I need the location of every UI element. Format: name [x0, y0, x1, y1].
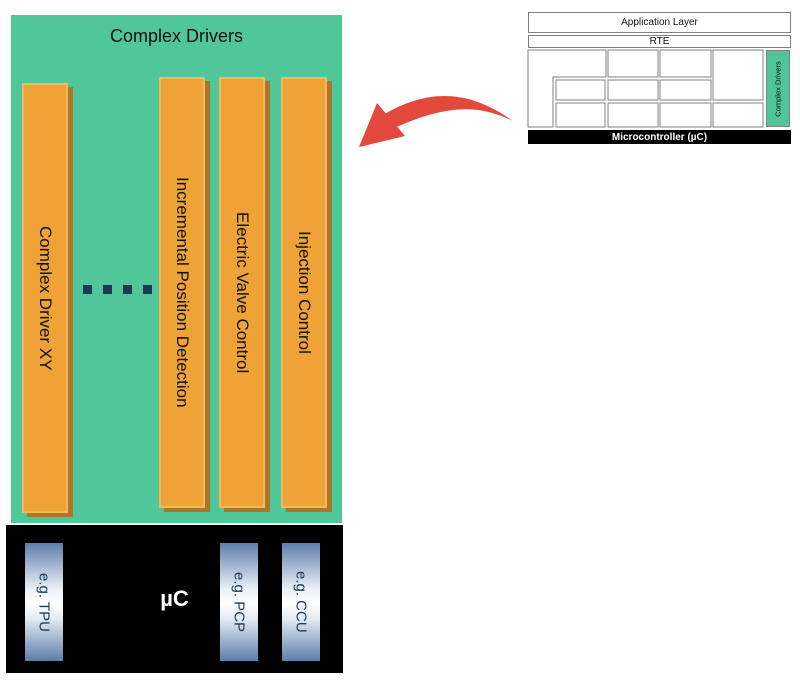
ellipsis-dot [103, 285, 112, 294]
module-ccu: e.g. CCU [282, 543, 320, 661]
ellipsis-dot [83, 285, 92, 294]
autosar-inset-diagram: Application Layer RTE Complex Drivers Mi… [527, 11, 793, 144]
module-label: e.g. CCU [292, 571, 310, 633]
inset-block [555, 102, 606, 128]
complex-drivers-panel: Complex Drivers Complex Driver XY Increm… [11, 15, 342, 523]
driver-bar-complex-driver-xy: Complex Driver XY [22, 83, 68, 513]
driver-bar-electric-valve-control: Electric Valve Control [219, 77, 265, 508]
driver-bar-injection-control: Injection Control [281, 77, 327, 508]
mcu-label: µC [160, 586, 189, 611]
module-label: e.g. PCP [230, 571, 248, 633]
inset-block [659, 102, 712, 128]
inset-microcontroller-bar: Microcontroller (µC) [528, 130, 791, 144]
module-tpu: e.g. TPU [25, 543, 63, 661]
reference-arrow-body [383, 96, 513, 130]
driver-bar-label: Electric Valve Control [233, 211, 252, 374]
panel-title: Complex Drivers [109, 26, 244, 46]
application-layer-box: Application Layer [528, 12, 791, 33]
driver-bar-incremental-position-detection: Incremental Position Detection [159, 77, 205, 508]
ellipsis-dot [123, 285, 132, 294]
inset-block [712, 102, 764, 128]
inset-block [712, 49, 764, 101]
module-label: e.g. TPU [35, 572, 53, 632]
inset-block [659, 79, 712, 101]
driver-bar-label: Incremental Position Detection [173, 177, 192, 408]
ellipsis-dots [83, 285, 152, 294]
inset-block [555, 79, 606, 101]
rte-box: RTE [528, 35, 791, 48]
inset-block [607, 79, 659, 101]
driver-bar-label: Complex Driver XY [36, 225, 55, 371]
inset-complex-drivers-box: Complex Drivers [766, 50, 790, 127]
inset-basic-software-grid [527, 49, 764, 128]
inset-complex-drivers-label: Complex Drivers [773, 60, 783, 117]
module-pcp: e.g. PCP [220, 543, 258, 661]
microcontroller-panel: µC e.g. TPU e.g. PCP e.g. CCU [6, 525, 343, 673]
ellipsis-dot [143, 285, 152, 294]
inset-block [659, 49, 712, 78]
inset-l-shaped-block [527, 49, 607, 128]
reference-arrow-head [359, 103, 405, 147]
inset-block [607, 102, 659, 128]
driver-bar-label: Injection Control [295, 231, 314, 354]
inset-block [607, 49, 659, 78]
